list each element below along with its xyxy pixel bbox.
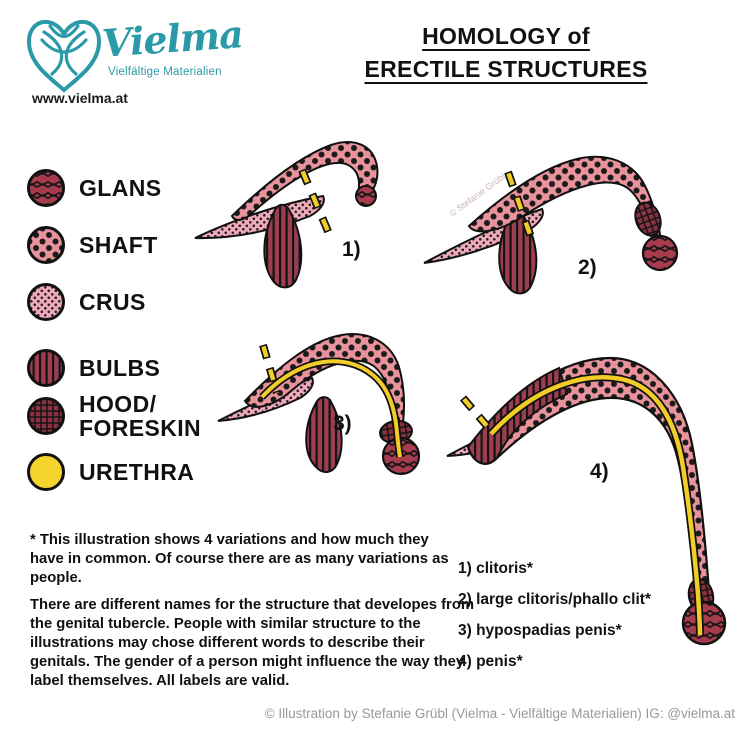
legend-item-hood-foreskin: HOOD/ FORESKIN — [26, 392, 201, 440]
figure-4-number: 4) — [590, 460, 609, 483]
shaft-shape — [243, 333, 405, 430]
legend-item-bulbs: BULBS — [26, 348, 160, 388]
legend-label: HOOD/ FORESKIN — [79, 391, 202, 442]
urethra-dashed-line — [459, 395, 491, 429]
hood-shape — [379, 419, 413, 445]
caption-hypospadias-penis: 3) hypospadias penis* — [458, 622, 622, 639]
urethra-dashed-line — [298, 168, 334, 238]
urethra-swatch-icon — [27, 453, 65, 491]
glans-shape — [641, 234, 679, 272]
shaft-swatch-icon — [27, 226, 65, 264]
note-paragraph-1: * This illustration shows 4 variations a… — [30, 532, 449, 586]
brand-tagline: Vielfältige Materialien — [108, 66, 222, 78]
legend-label: SHAFT — [79, 231, 158, 258]
caption-penis: 4) penis* — [458, 653, 523, 670]
glans-shape — [355, 185, 377, 207]
figure-3-number: 3) — [333, 412, 352, 435]
caption-large-clitoris: 2) large clitoris/phallo clit* — [458, 591, 651, 608]
legend-label: GLANS — [79, 174, 162, 201]
legend-item-urethra: URETHRA — [26, 452, 194, 492]
shaft-shape — [467, 155, 662, 242]
urethra-dashed-line — [505, 171, 535, 241]
hood-swatch-icon — [27, 397, 65, 436]
crus-shape — [446, 415, 535, 457]
urethra-line — [260, 359, 402, 458]
title-line-2: ERECTILE STRUCTURES — [364, 56, 648, 83]
hood-shape — [634, 201, 662, 237]
glans-swatch-icon — [27, 169, 65, 207]
legend-item-crus: CRUS — [26, 282, 146, 322]
glans-shape — [381, 436, 421, 476]
figure-caption-list: 1) clitoris* 2) large clitoris/phallo cl… — [458, 560, 651, 684]
crus-shape — [423, 207, 544, 264]
bulbs-shape — [466, 366, 569, 465]
crus-swatch-icon — [27, 283, 65, 321]
urethra-dashed-line — [461, 396, 489, 428]
legend-label: CRUS — [79, 288, 146, 315]
legend-item-glans: GLANS — [26, 168, 162, 208]
bulb-shape — [498, 212, 538, 295]
urethra-line — [259, 357, 404, 458]
figure-2-number: 2) — [578, 256, 597, 279]
copyright-credit: © Illustration by Stefanie Grübl (Vielma… — [264, 706, 735, 721]
brand-name: Vielma — [100, 11, 245, 66]
legend-label: URETHRA — [79, 458, 195, 485]
figure-2-large-clitoris-illustration: © Stefanie Grübl — [423, 155, 679, 295]
vielma-heart-logo-icon — [26, 19, 102, 93]
bulb-shape — [263, 203, 303, 289]
urethra-dashed-line — [260, 344, 280, 394]
note-paragraph-2: There are different names for the struct… — [30, 597, 475, 689]
title-line-1: HOMOLOGY of — [422, 23, 590, 49]
urethra-dashed-line — [504, 170, 536, 242]
hood-shape — [687, 578, 715, 614]
legend-item-shaft: SHAFT — [26, 225, 158, 265]
brand-url: www.vielma.at — [32, 90, 128, 106]
bulbs-swatch-icon — [27, 349, 65, 387]
caption-clitoris: 1) clitoris* — [458, 560, 533, 577]
urethra-dashed-line — [259, 343, 281, 395]
figure-1-number: 1) — [342, 238, 361, 261]
legend-label: BULBS — [79, 354, 161, 381]
artist-watermark: © Stefanie Grübl — [447, 171, 507, 218]
legend: GLANS SHAFT CRUS BULBS HOOD/ FORESKIN UR… — [26, 168, 256, 498]
page-title: HOMOLOGY of ERECTILE STRUCTURES — [338, 20, 674, 87]
glans-shape — [681, 600, 727, 646]
urethra-dashed-line — [299, 169, 333, 237]
